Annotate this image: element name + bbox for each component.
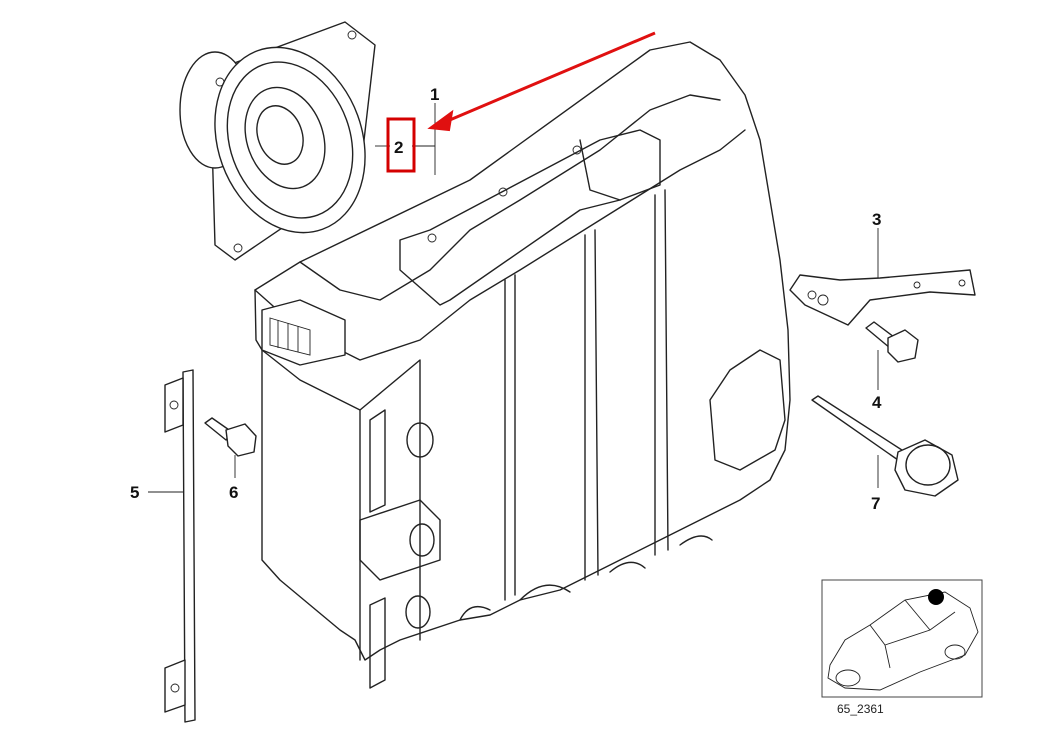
knob-screw-icon <box>811 395 959 497</box>
callout-1: 1 <box>430 85 439 104</box>
bolt-icon <box>204 417 257 457</box>
pointer-arrow <box>427 31 656 132</box>
callout-5: 5 <box>130 483 139 502</box>
callout-7: 7 <box>871 494 880 513</box>
callout-2: 2 <box>394 138 403 157</box>
subwoofer-enclosure-icon <box>254 41 791 689</box>
bolt-icon <box>865 321 919 363</box>
mounting-strap-icon <box>164 369 196 723</box>
highlight-box <box>386 117 416 173</box>
callout-3: 3 <box>872 210 881 229</box>
callout-6: 6 <box>229 483 238 502</box>
location-marker <box>928 589 944 605</box>
bracket-icon <box>789 269 976 326</box>
speaker-icon <box>179 21 376 261</box>
car-locator-icon <box>821 579 983 698</box>
leader-lines <box>148 103 879 493</box>
callout-4: 4 <box>872 393 882 412</box>
reference-code: 65_2361 <box>837 702 884 716</box>
